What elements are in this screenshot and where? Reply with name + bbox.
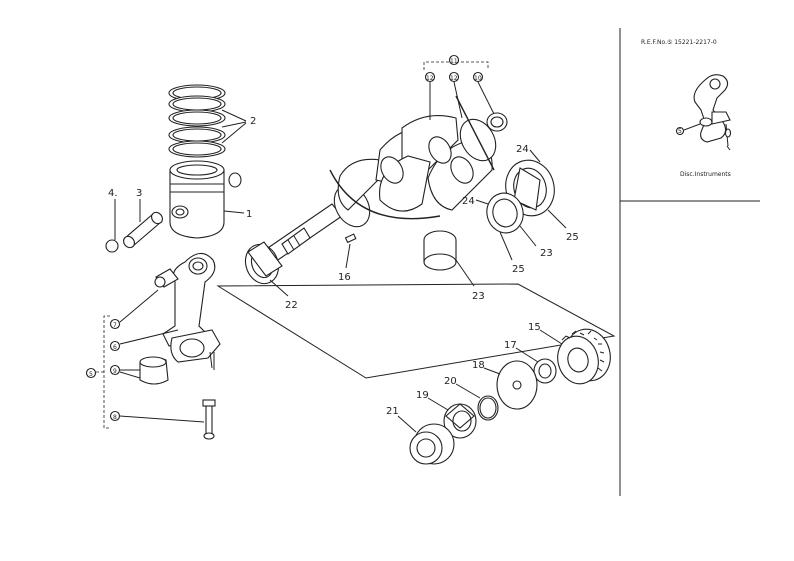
label-24-left: 24 xyxy=(462,196,475,207)
rear-seal-ring xyxy=(486,112,508,132)
label-21: 21 xyxy=(386,406,399,417)
label-19: 19 xyxy=(416,390,429,401)
connecting-rod xyxy=(162,252,221,370)
inset-caption: Disc.Instruments xyxy=(680,171,731,178)
washer-17 xyxy=(533,358,557,384)
label-8: 8 xyxy=(113,414,117,421)
inset-callout-number: 5 xyxy=(678,128,682,135)
o-ring-20 xyxy=(477,395,499,421)
crankshaft-gear xyxy=(557,328,611,385)
collar-19 xyxy=(443,403,477,439)
piston xyxy=(169,160,225,239)
label-12b: 12 xyxy=(450,75,458,82)
woodruff-key xyxy=(344,233,357,244)
label-12a: 12 xyxy=(426,75,434,82)
label-5: 5 xyxy=(89,371,93,378)
snap-ring-left xyxy=(105,239,119,253)
label-15: 15 xyxy=(528,322,541,333)
label-4: 4. xyxy=(108,188,118,199)
crank-arc-line xyxy=(329,169,441,220)
seal-21 xyxy=(409,423,455,465)
piston-pin xyxy=(123,211,163,249)
label-20: 20 xyxy=(444,376,457,387)
label-6: 6 xyxy=(113,344,117,351)
label-10: 10 xyxy=(474,75,482,82)
label-1: 1 xyxy=(246,209,252,220)
label-23-lower: 23 xyxy=(472,291,485,302)
front-oil-seal xyxy=(244,241,283,285)
label-16: 16 xyxy=(338,272,351,283)
label-22: 22 xyxy=(285,300,298,311)
label-9: 9 xyxy=(113,368,117,375)
main-bearing-seal xyxy=(486,192,524,234)
label-17: 17 xyxy=(504,340,517,351)
gear-group-outline xyxy=(216,283,616,379)
connecting-rod-bolt xyxy=(202,399,216,440)
big-end-bearing xyxy=(139,356,169,385)
snap-ring-right xyxy=(228,172,242,188)
label-18: 18 xyxy=(472,360,485,371)
label-25-right: 25 xyxy=(566,232,579,243)
main-bearing-shell xyxy=(423,230,457,271)
thrust-plate-18 xyxy=(496,360,538,410)
label-24-top: 24 xyxy=(516,144,529,155)
label-2: 2 xyxy=(250,116,256,127)
label-7: 7 xyxy=(113,322,117,329)
label-25-left: 25 xyxy=(512,264,525,275)
label-11: 11 xyxy=(450,58,458,65)
inset-callout-circle xyxy=(675,126,685,136)
crankshaft xyxy=(261,95,497,265)
inset-ref-number: R.E.F.No.⑤ 15221-2217-0 xyxy=(641,39,717,46)
inset-connecting-rod xyxy=(683,74,732,151)
piston-rings xyxy=(168,84,226,158)
small-end-bushing xyxy=(154,268,179,288)
label-23-right: 23 xyxy=(540,248,553,259)
rod-group-bracket xyxy=(103,315,110,429)
label-3: 3 xyxy=(136,188,142,199)
